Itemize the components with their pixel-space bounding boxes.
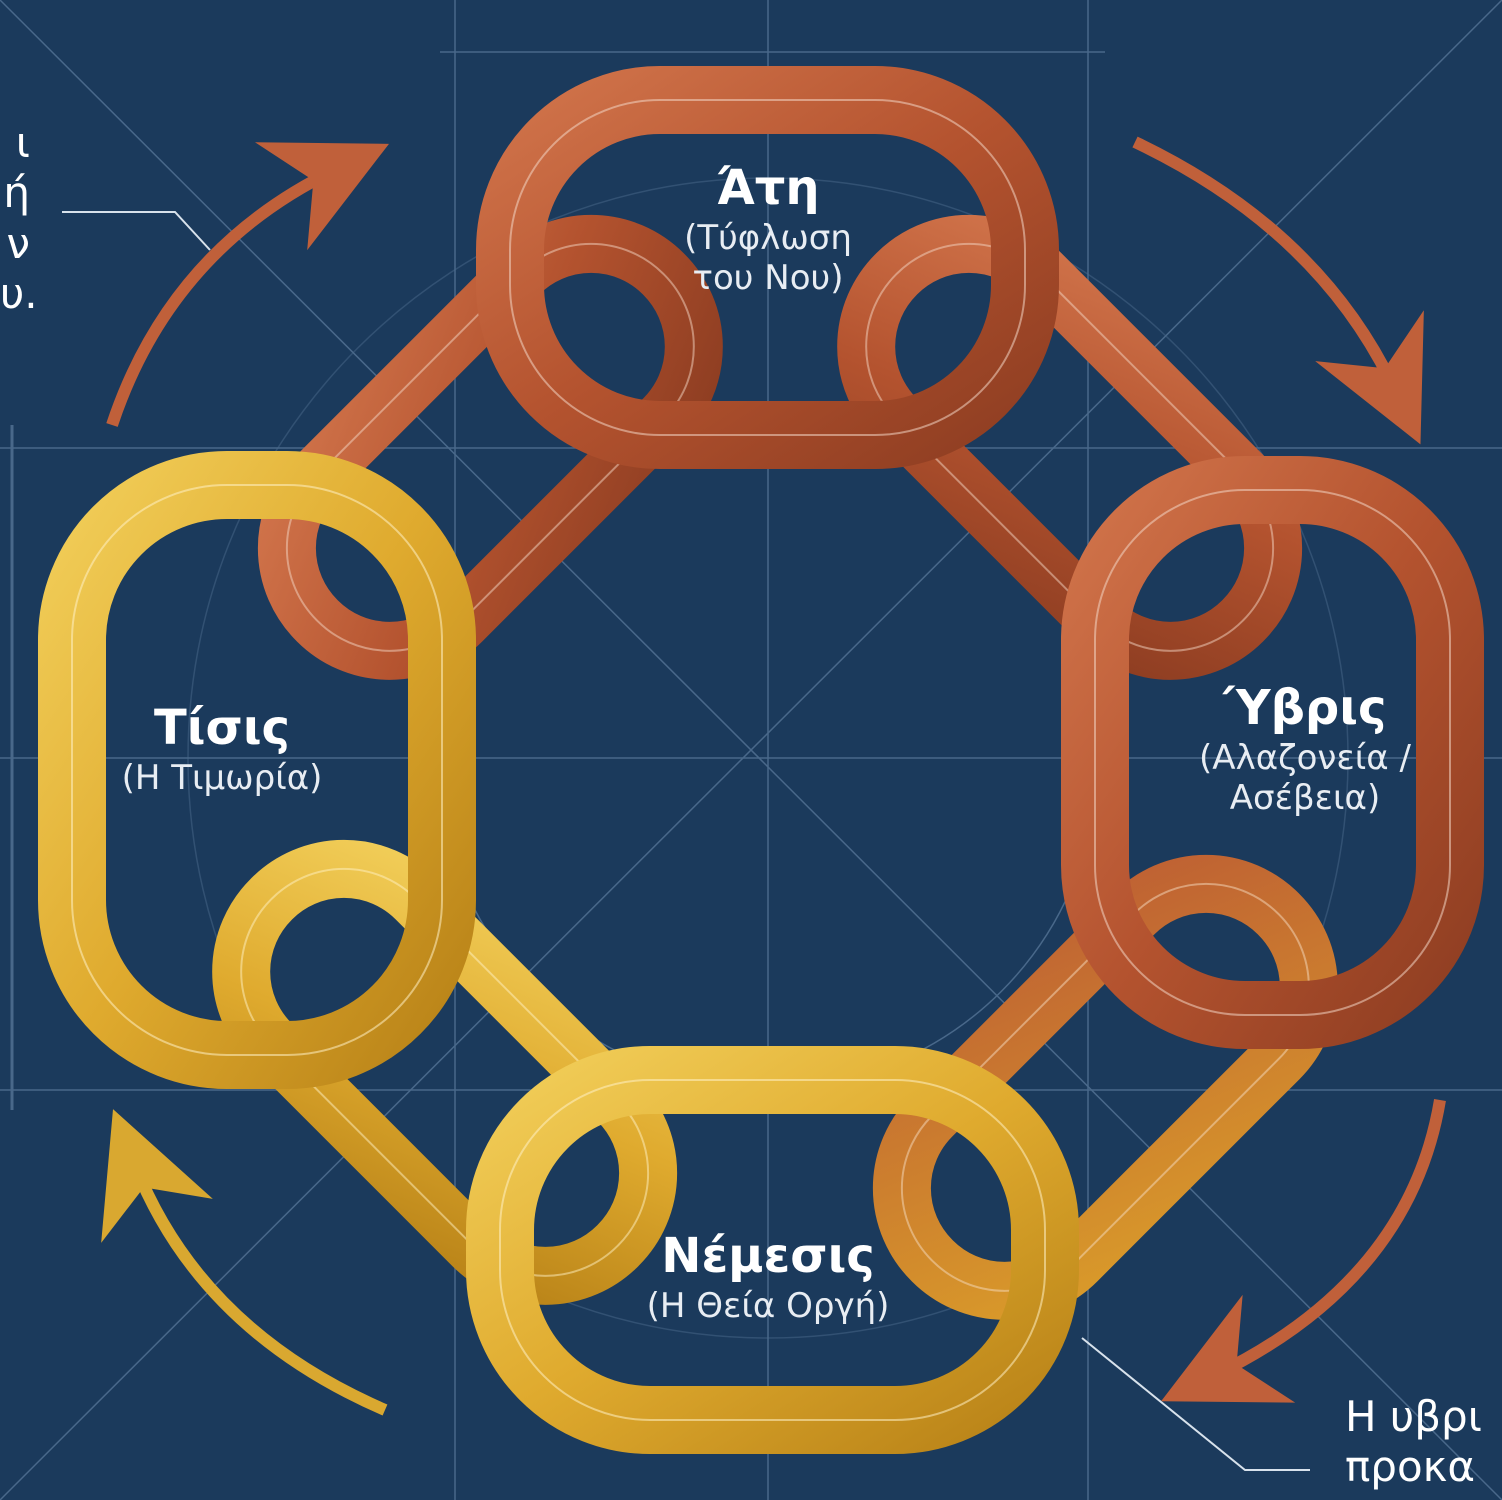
arrow-upper-right-icon xyxy=(1132,136,1424,445)
left-note: ι ή ν υ. xyxy=(0,118,38,320)
stage-desc-ate: (Τύφλωση του Νου) xyxy=(684,217,852,299)
left-note-line: υ. xyxy=(0,269,38,319)
stage-name-ate: Άτη xyxy=(716,160,820,216)
arrow-lower-left-icon xyxy=(101,1109,388,1416)
right-note-line1: Η υβρι xyxy=(1345,1392,1482,1441)
stage-label-hybris: Ύβρις (Αλαζονεία / Ασέβεια) xyxy=(1175,680,1435,819)
stage-name-nemesis: Νέμεσις xyxy=(661,1228,875,1284)
arrow-upper-left-icon xyxy=(106,142,389,427)
stage-desc-tisis: (Η Τιμωρία) xyxy=(121,757,323,798)
right-note-line2: προκα xyxy=(1345,1442,1476,1492)
right-note: Η υβρι προκα xyxy=(1345,1392,1502,1493)
arrow-lower-right-icon xyxy=(1161,1099,1446,1403)
stage-name-hybris: Ύβρις xyxy=(1223,680,1387,736)
stage-desc-hybris: (Αλαζονεία / Ασέβεια) xyxy=(1199,737,1411,819)
stage-desc-nemesis: (Η Θεία Οργή) xyxy=(646,1285,890,1326)
left-note-line: ν xyxy=(6,218,30,268)
link-top-left xyxy=(257,214,723,680)
left-callout-line xyxy=(62,211,211,251)
left-note-line: ι xyxy=(15,118,30,167)
link-ate xyxy=(476,66,1059,469)
link-tisis xyxy=(38,451,476,1089)
right-callout-line xyxy=(1081,1337,1310,1471)
stage-name-tisis: Τίσις xyxy=(154,700,290,756)
link-top-right xyxy=(837,214,1303,680)
stage-label-ate: Άτη (Τύφλωση του Νου) xyxy=(663,160,873,299)
link-bottom-right xyxy=(872,854,1338,1320)
left-note-line: ή xyxy=(3,168,30,218)
link-nemesis xyxy=(466,1046,1079,1454)
link-bottom-left xyxy=(212,839,678,1305)
link-hybris xyxy=(1061,456,1484,1049)
stage-label-nemesis: Νέμεσις (Η Θεία Οργή) xyxy=(647,1228,890,1326)
stage-label-tisis: Τίσις (Η Τιμωρία) xyxy=(122,700,323,798)
